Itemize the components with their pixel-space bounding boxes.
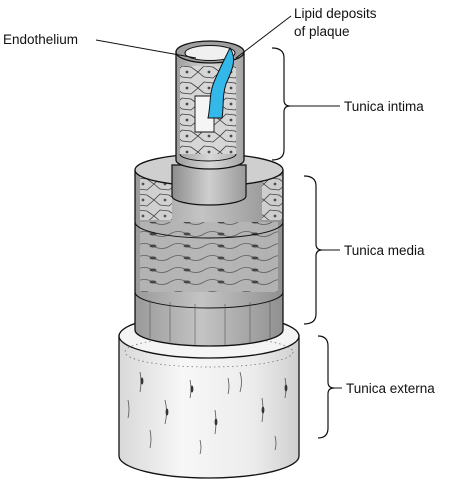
lipid-leader — [235, 15, 292, 59]
lipid-label-line2: of plaque — [294, 24, 350, 39]
tunica-intima-layer — [171, 40, 247, 206]
externa-bracket — [317, 335, 335, 439]
intima-callout: Tunica intima — [271, 47, 424, 161]
lipid-plaque — [207, 47, 235, 119]
endothelium-callout: Endothelium — [3, 32, 197, 59]
endothelium-leader — [95, 39, 197, 59]
intima-label: Tunica intima — [344, 99, 424, 114]
intima-bracket — [271, 47, 291, 161]
externa-label: Tunica externa — [346, 381, 435, 396]
lipid-callout: Lipid deposits of plaque — [235, 6, 377, 59]
lipid-label-line1: Lipid deposits — [294, 6, 377, 21]
endothelium-label: Endothelium — [3, 32, 78, 47]
media-callout: Tunica media — [303, 175, 425, 325]
externa-callout: Tunica externa — [317, 335, 435, 439]
media-label: Tunica media — [344, 243, 425, 258]
media-bracket — [303, 175, 323, 325]
